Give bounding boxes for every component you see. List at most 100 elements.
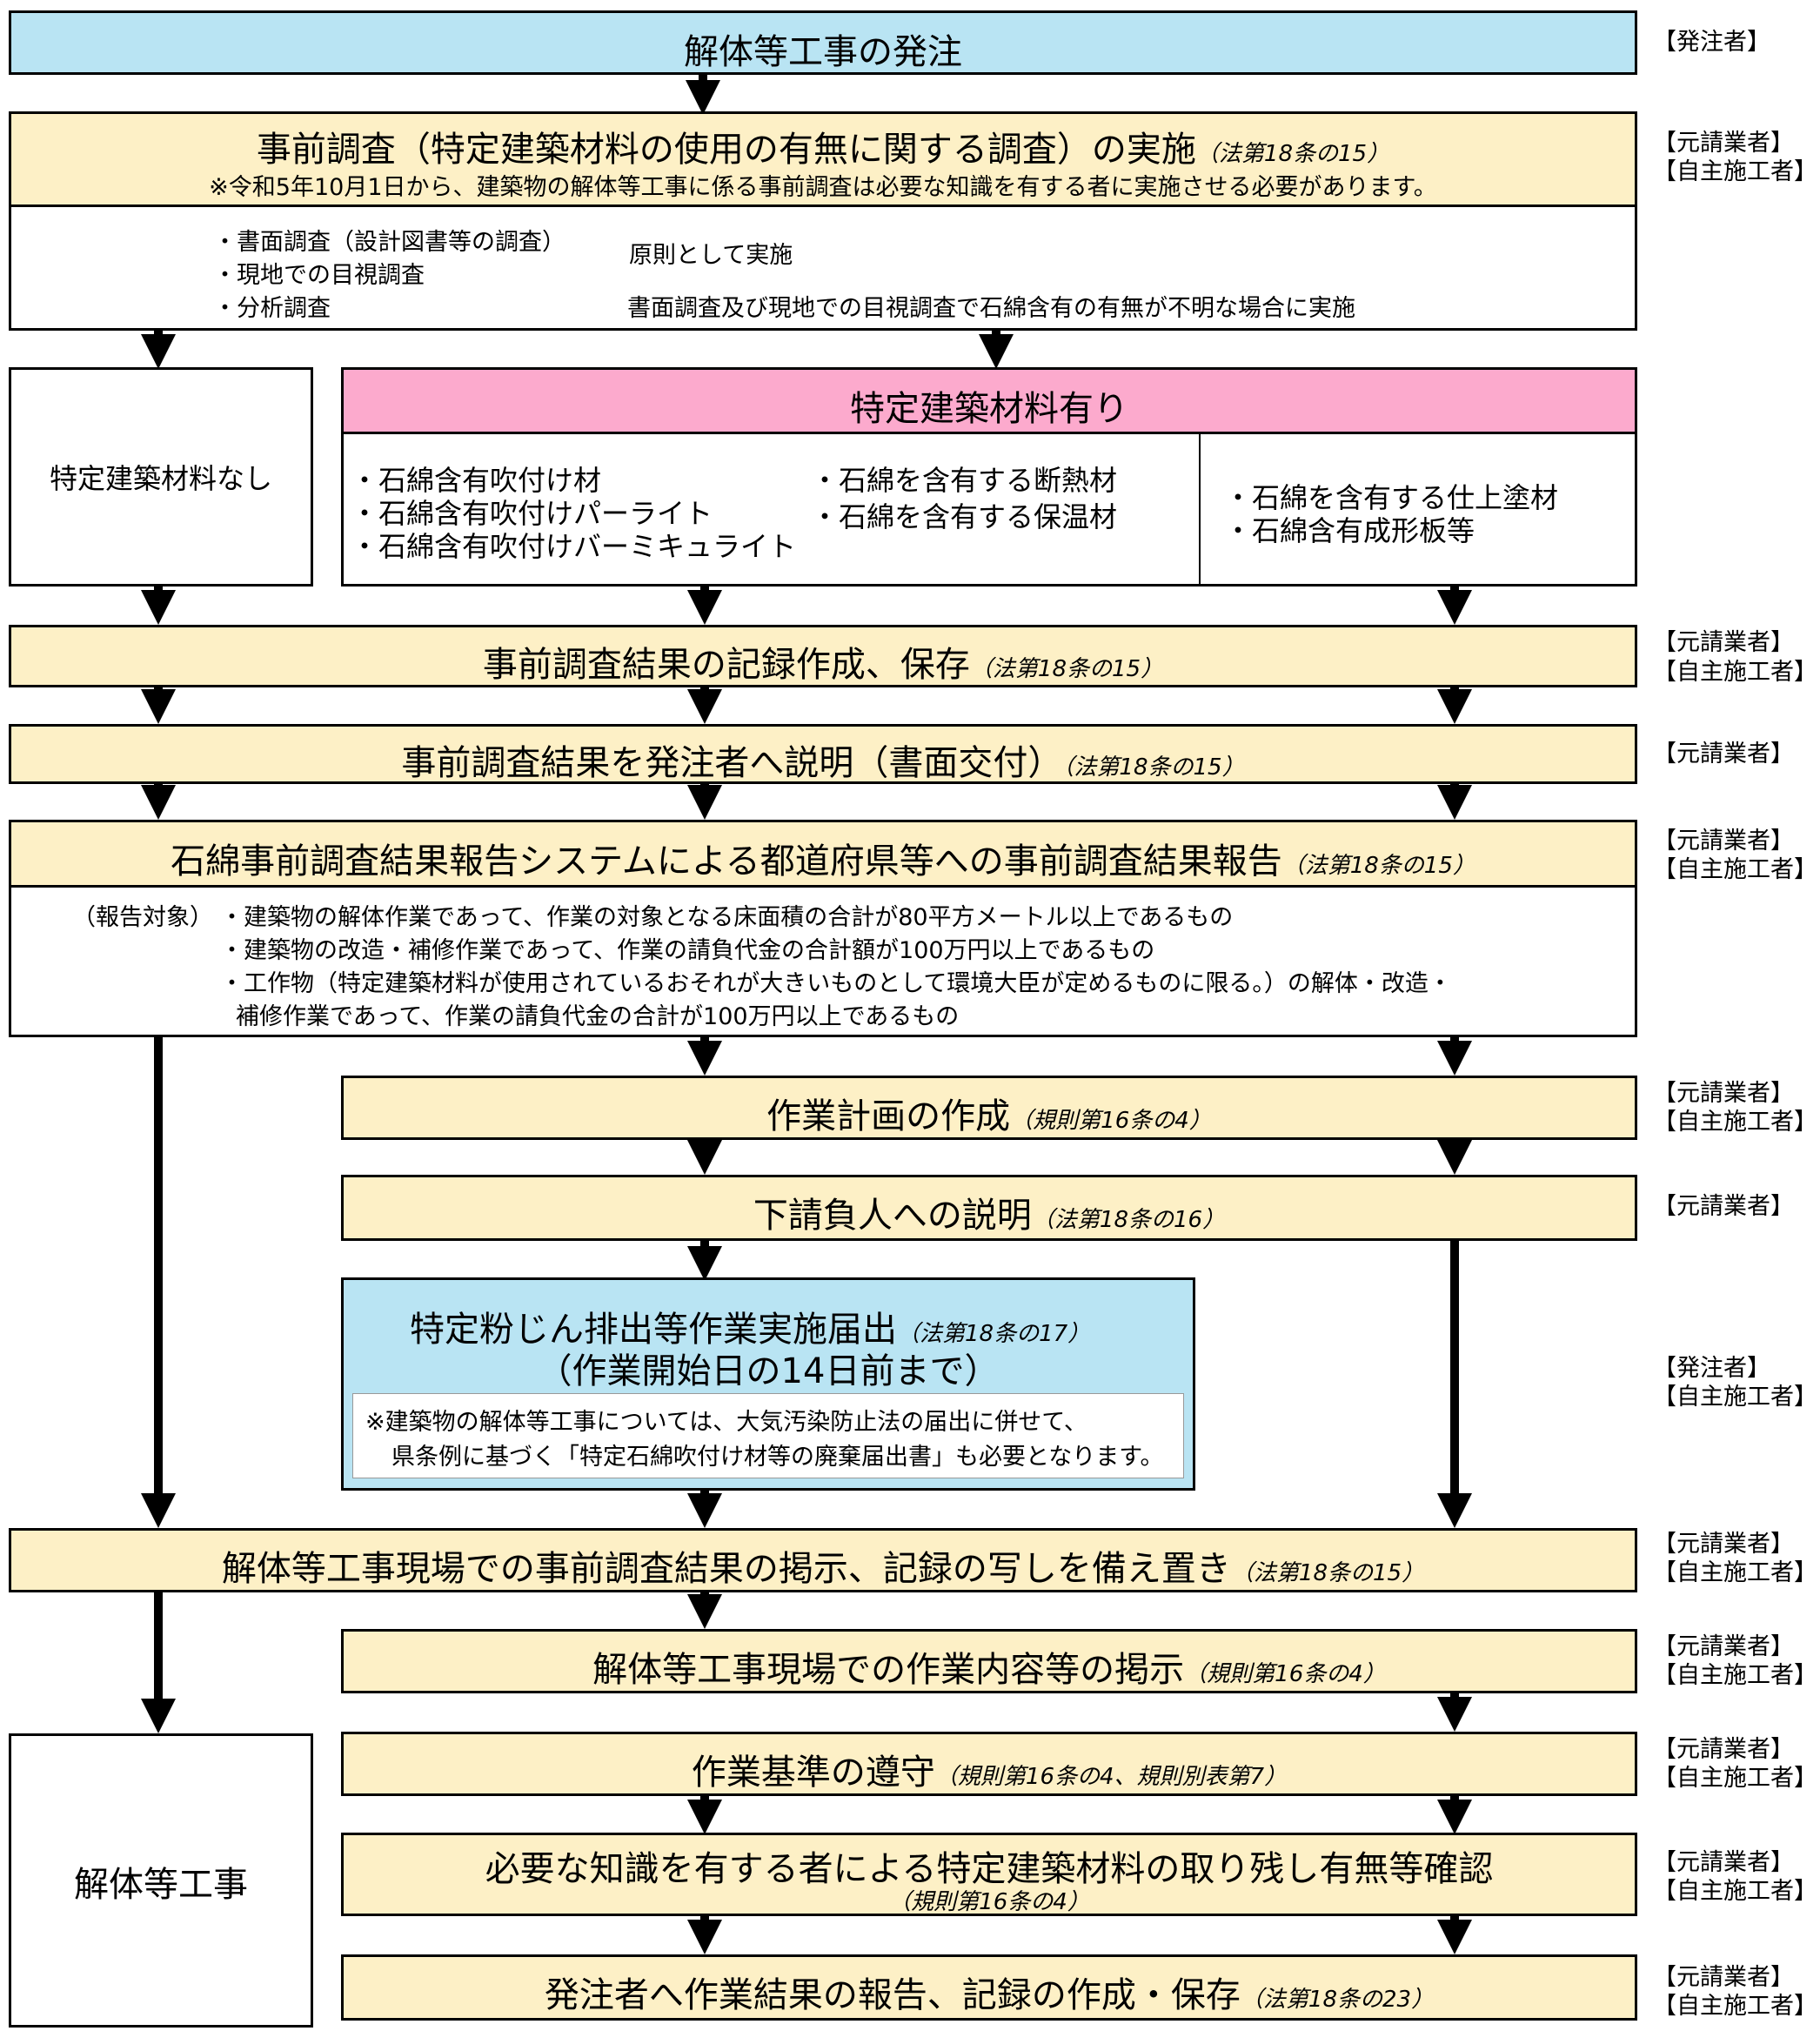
- role-self: 【自主施工者】: [1653, 1765, 1817, 1792]
- role-prime: 【元請業者】: [1653, 1193, 1794, 1220]
- column-divider: [1199, 434, 1201, 584]
- material-item: ・石綿含有成形板等: [1224, 514, 1475, 547]
- step-post-heading: 解体等工事現場での事前調査結果の掲示、記録の写しを備え置き（法第18条の15）: [11, 1540, 1635, 1591]
- role-prime: 【元請業者】: [1653, 629, 1794, 656]
- role-prime: 【元請業者】: [1653, 1964, 1794, 1991]
- step-final-heading: 発注者へ作業結果の報告、記録の作成・保存（法第18条の23）: [344, 1967, 1635, 2017]
- survey-principle: 原則として実施: [629, 242, 793, 269]
- step-post2: 解体等工事現場での作業内容等の掲示（規則第16条の4）: [341, 1629, 1637, 1693]
- step-record: 事前調査結果の記録作成、保存（法第18条の15）: [9, 625, 1637, 687]
- step-notify-deadline: （作業開始日の14日前まで）: [537, 1351, 1000, 1391]
- step-notify-title: 特定粉じん排出等作業実施届出: [410, 1310, 897, 1350]
- step-notify-note: ※建築物の解体等工事については、大気汚染防止法の届出に併せて、 県条例に基づく「…: [352, 1393, 1184, 1478]
- report-targets: （報告対象） ・建築物の解体作業であって、作業の対象となる床面積の合計が80平方…: [9, 885, 1637, 1037]
- step-survey: 事前調査（特定建築材料の使用の有無に関する調査）の実施（法第18条の15） ※令…: [9, 111, 1637, 207]
- material-item: ・石綿を含有する断熱材: [811, 464, 1118, 497]
- step-sub-title: 下請負人への説明: [753, 1196, 1032, 1236]
- step-explain-ref: （法第18条の15）: [1062, 754, 1245, 781]
- role-prime: 【元請業者】: [1653, 741, 1794, 767]
- role-prime: 【元請業者】: [1653, 1849, 1794, 1876]
- step-order: 解体等工事の発注: [9, 10, 1637, 75]
- step-explain-title: 事前調査結果を発注者へ説明（書面交付）: [401, 743, 1063, 783]
- arrow-group: [141, 75, 1472, 1954]
- step-sub: 下請負人への説明（法第18条の16）: [341, 1175, 1637, 1241]
- role-self: 【自主施工者】: [1653, 1384, 1817, 1411]
- step-plan: 作業計画の作成（規則第16条の4）: [341, 1076, 1637, 1140]
- step-survey-heading: 事前調査（特定建築材料の使用の有無に関する調査）の実施（法第18条の15）: [11, 121, 1635, 171]
- role-self: 【自主施工者】: [1653, 1878, 1817, 1905]
- step-final: 発注者へ作業結果の報告、記録の作成・保存（法第18条の23）: [341, 1954, 1637, 2021]
- report-label: （報告対象）: [72, 904, 213, 931]
- role-prime: 【元請業者】: [1653, 1736, 1794, 1763]
- no-material-box: 特定建築材料なし: [9, 367, 313, 587]
- step-check-title: 必要な知識を有する者による特定建築材料の取り残し有無等確認: [485, 1849, 1494, 1889]
- notify-note-1: ※建築物の解体等工事については、大気汚染防止法の届出に併せて、: [365, 1409, 1087, 1436]
- step-post-title: 解体等工事現場での事前調査結果の掲示、記録の写しを備え置き: [221, 1549, 1231, 1589]
- role-self: 【自主施工者】: [1653, 158, 1817, 185]
- has-material-list: ・石綿含有吹付け材 ・石綿含有吹付けパーライト ・石綿含有吹付けバーミキュライト…: [341, 432, 1637, 587]
- step-final-ref: （法第18条の23）: [1240, 1987, 1435, 2013]
- step-record-heading: 事前調査結果の記録作成、保存（法第18条の15）: [11, 636, 1635, 687]
- role-self: 【自主施工者】: [1653, 659, 1817, 686]
- step-survey-note: ※令和5年10月1日から、建築物の解体等工事に係る事前調査は必要な知識を有する者…: [209, 174, 1437, 201]
- report-line: ・工作物（特定建築材料が使用されているおそれが大きいものとして環境大臣が定めるも…: [220, 970, 1452, 997]
- step-plan-title: 作業計画の作成: [766, 1096, 1011, 1136]
- role-self: 【自主施工者】: [1653, 1662, 1817, 1689]
- role-prime: 【元請業者】: [1653, 130, 1794, 157]
- step-explain: 事前調査結果を発注者へ説明（書面交付）（法第18条の15）: [9, 724, 1637, 784]
- survey-item-2: ・現地での目視調査: [213, 262, 425, 289]
- role-prime: 【元請業者】: [1653, 1633, 1794, 1660]
- step-report-ref: （法第18条の15）: [1281, 853, 1475, 879]
- material-item: ・石綿含有吹付けパーライト: [351, 497, 713, 530]
- step-notify: 特定粉じん排出等作業実施届出（法第18条の17） （作業開始日の14日前まで） …: [341, 1277, 1195, 1491]
- role-orderer: 【発注者】: [1653, 1355, 1770, 1382]
- step-explain-heading: 事前調査結果を発注者へ説明（書面交付）（法第18条の15）: [11, 734, 1635, 785]
- material-item: ・石綿を含有する仕上塗材: [1224, 481, 1559, 514]
- role-prime: 【元請業者】: [1653, 828, 1794, 855]
- role-prime: 【元請業者】: [1653, 1080, 1794, 1107]
- step-plan-ref: （規則第16条の4）: [1010, 1108, 1212, 1134]
- role-orderer: 【発注者】: [1653, 29, 1770, 56]
- demolition-box: 解体等工事: [9, 1733, 313, 2028]
- has-material-title: 特定建築材料有り: [850, 389, 1128, 429]
- survey-methods: ・書面調査（設計図書等の調査） ・現地での目視調査 ・分析調査 原則として実施 …: [9, 204, 1637, 331]
- step-final-title: 発注者へ作業結果の報告、記録の作成・保存: [544, 1975, 1241, 2015]
- step-post2-ref: （規則第16条の4）: [1184, 1661, 1386, 1687]
- role-self: 【自主施工者】: [1653, 1559, 1817, 1586]
- report-line: ・建築物の解体作業であって、作業の対象となる床面積の合計が80平方メートル以上で…: [220, 904, 1234, 931]
- survey-item-1: ・書面調査（設計図書等の調査）: [213, 229, 565, 256]
- report-line: 補修作業であって、作業の請負代金の合計が100万円以上であるもの: [236, 1003, 960, 1030]
- step-standard-ref: （規則第16条の4、規則別表第7）: [934, 1764, 1288, 1790]
- step-notify-heading: 特定粉じん排出等作業実施届出（法第18条の17）: [410, 1301, 1090, 1351]
- role-self: 【自主施工者】: [1653, 1993, 1817, 2020]
- material-item: ・石綿含有吹付け材: [351, 464, 602, 497]
- step-order-title: 解体等工事の発注: [684, 32, 962, 72]
- report-line: ・建築物の改造・補修作業であって、作業の請負代金の合計額が100万円以上であるも…: [220, 937, 1155, 964]
- step-standard-heading: 作業基準の遵守（規則第16条の4、規則別表第7）: [344, 1744, 1635, 1794]
- step-standard: 作業基準の遵守（規則第16条の4、規則別表第7）: [341, 1732, 1637, 1796]
- step-plan-heading: 作業計画の作成（規則第16条の4）: [344, 1088, 1635, 1138]
- material-item: ・石綿含有吹付けバーミキュライト: [351, 530, 797, 563]
- role-self: 【自主施工者】: [1653, 856, 1817, 883]
- step-survey-title: 事前調査（特定建築材料の使用の有無に関する調査）の実施: [256, 130, 1196, 170]
- role-self: 【自主施工者】: [1653, 1109, 1817, 1136]
- step-report-title: 石綿事前調査結果報告システムによる都道府県等への事前調査結果報告: [171, 841, 1282, 881]
- notify-note-2: 県条例に基づく「特定石綿吹付け材等の廃棄届出書」も必要となります。: [391, 1444, 1164, 1471]
- step-record-ref: （法第18条の15）: [969, 656, 1164, 682]
- demolition-label: 解体等工事: [74, 1865, 248, 1905]
- step-survey-ref: （法第18条の15）: [1195, 141, 1390, 167]
- step-report-heading: 石綿事前調査結果報告システムによる都道府県等への事前調査結果報告（法第18条の1…: [11, 833, 1635, 883]
- step-post: 解体等工事現場での事前調査結果の掲示、記録の写しを備え置き（法第18条の15）: [9, 1528, 1637, 1592]
- has-material-header: 特定建築材料有り: [341, 367, 1637, 434]
- step-sub-heading: 下請負人への説明（法第18条の16）: [344, 1187, 1635, 1237]
- step-check-ref: （規則第16条の4）: [888, 1889, 1090, 1915]
- survey-item-3: ・分析調査: [213, 295, 331, 322]
- step-report: 石綿事前調査結果報告システムによる都道府県等への事前調査結果報告（法第18条の1…: [9, 820, 1637, 888]
- material-item: ・石綿を含有する保温材: [811, 500, 1118, 533]
- step-standard-title: 作業基準の遵守: [691, 1753, 935, 1793]
- no-material-label: 特定建築材料なし: [49, 462, 272, 495]
- step-notify-ref: （法第18条の17）: [897, 1321, 1091, 1347]
- step-post-ref: （法第18条の15）: [1230, 1560, 1425, 1586]
- step-check: 必要な知識を有する者による特定建築材料の取り残し有無等確認 （規則第16条の4）: [341, 1833, 1637, 1916]
- survey-analysis-note: 書面調査及び現地での目視調査で石綿含有の有無が不明な場合に実施: [627, 295, 1355, 322]
